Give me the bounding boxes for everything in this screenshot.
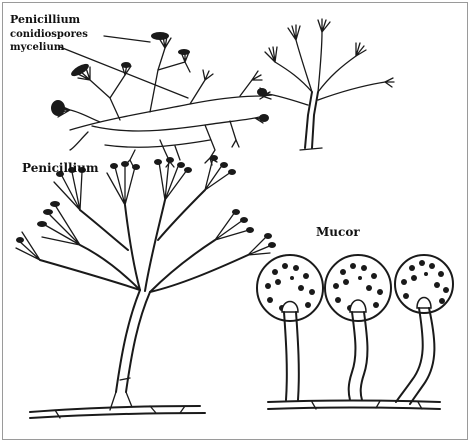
penicillium-mycelium-drawing	[56, 36, 272, 167]
penicillium-large-branches	[40, 190, 248, 292]
penicillium-large-stalk	[30, 290, 205, 418]
mucor-sporangiophores	[284, 308, 434, 404]
penicillium-label: Penicillium	[22, 162, 99, 174]
mucor-stolon	[268, 401, 440, 410]
penicillium-conidiophore-small-brushes	[258, 19, 394, 99]
penicillium-mycelium-label: Penicillium	[10, 14, 80, 25]
penicillium-conidiophore-small	[268, 32, 385, 150]
mucor-label: Mucor	[316, 226, 360, 238]
conidiospores-label: conidiospores	[10, 30, 88, 40]
mycelium-label: mycelium	[10, 43, 64, 53]
